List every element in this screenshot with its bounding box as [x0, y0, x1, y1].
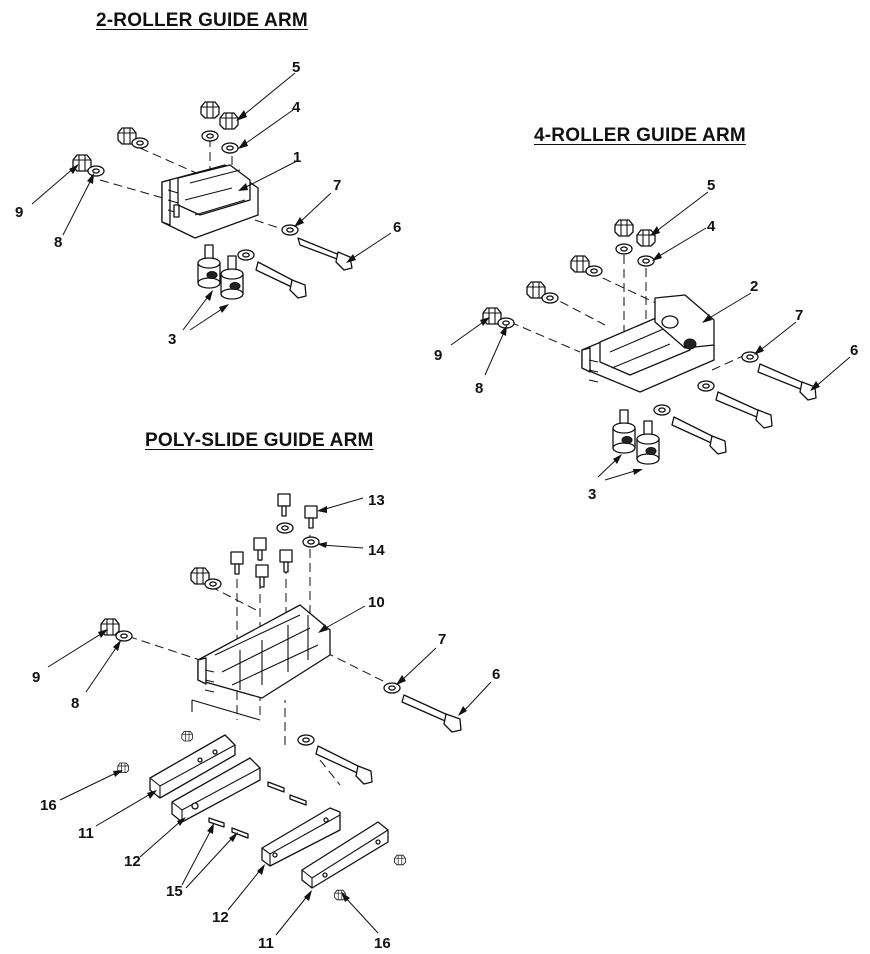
callout-7: 7 — [333, 177, 341, 194]
poly-slide-guide-arm-title: POLY-SLIDE GUIDE ARM — [145, 430, 374, 451]
callout-12: 12 — [124, 853, 141, 870]
four-roller-guide-arm-title: 4-ROLLER GUIDE ARM — [534, 125, 746, 146]
two-roller-guide-arm-title: 2-ROLLER GUIDE ARM — [96, 10, 308, 31]
callout-9: 9 — [32, 669, 40, 686]
callout-4: 4 — [707, 218, 716, 235]
callout-6: 6 — [850, 342, 858, 359]
callout-15: 15 — [166, 883, 183, 900]
callout-9: 9 — [15, 204, 23, 221]
callout-9: 9 — [434, 347, 442, 364]
callout-6: 6 — [492, 666, 500, 683]
callout-12: 12 — [212, 909, 229, 926]
four-roller-assembly: 5 4 2 7 6 9 8 3 — [434, 177, 858, 503]
callout-5: 5 — [707, 177, 715, 194]
callout-4: 4 — [292, 99, 301, 116]
callout-5: 5 — [292, 59, 300, 76]
callout-16: 16 — [374, 935, 391, 952]
callout-2: 2 — [750, 278, 758, 295]
callout-6: 6 — [393, 219, 401, 236]
callout-8: 8 — [71, 695, 79, 712]
callout-1: 1 — [293, 149, 301, 166]
callout-13: 13 — [368, 492, 385, 509]
callout-8: 8 — [54, 234, 62, 251]
callout-7: 7 — [795, 307, 803, 324]
callout-8: 8 — [475, 380, 483, 397]
callout-16: 16 — [40, 797, 57, 814]
callout-3: 3 — [588, 486, 596, 503]
callout-11: 11 — [78, 825, 94, 842]
callout-14: 14 — [368, 542, 385, 559]
callout-10: 10 — [368, 594, 385, 611]
callout-7: 7 — [438, 631, 446, 648]
two-roller-assembly: 5 4 1 7 6 9 8 3 — [15, 59, 401, 348]
callout-3: 3 — [168, 331, 176, 348]
poly-slide-assembly: 13 14 10 9 8 7 6 16 11 12 15 12 11 16 — [32, 492, 500, 952]
callout-11: 11 — [258, 935, 274, 952]
